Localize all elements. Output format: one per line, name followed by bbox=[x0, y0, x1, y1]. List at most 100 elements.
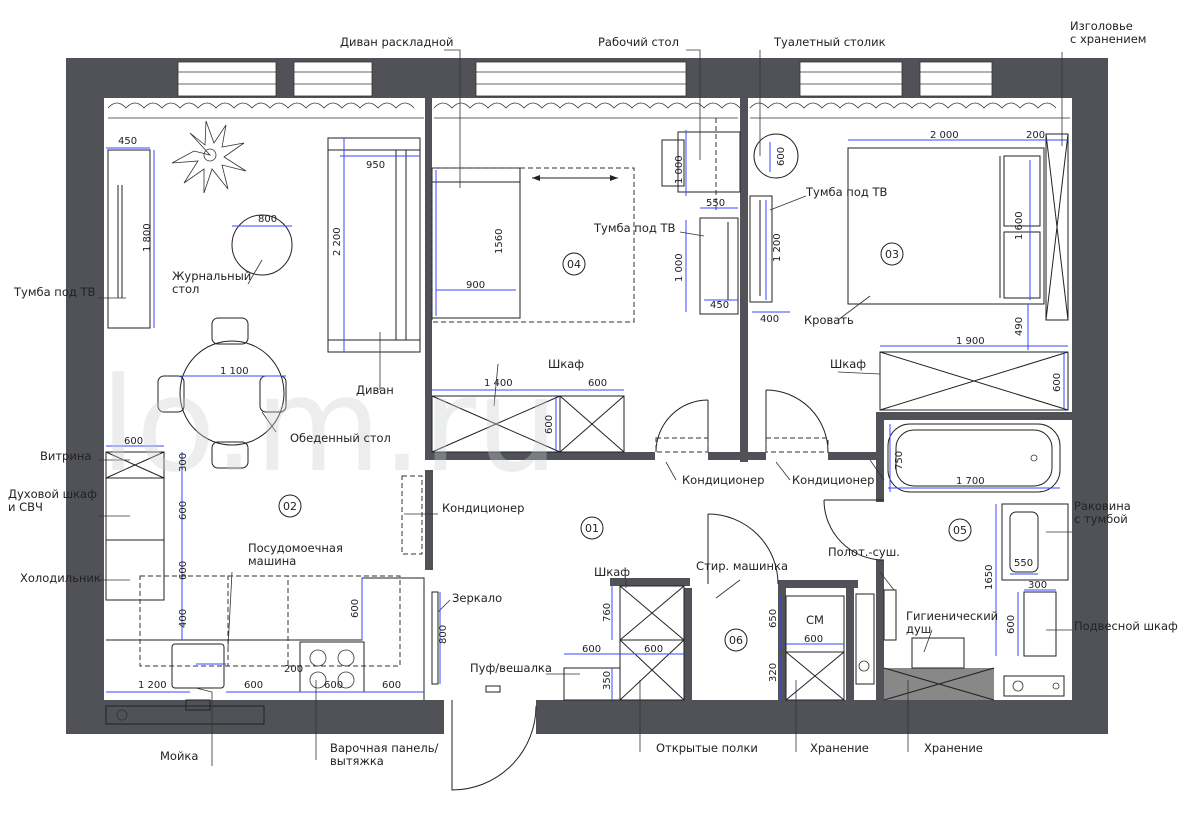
bathroom-furniture bbox=[823, 423, 1069, 701]
label-sofa: Диван bbox=[356, 383, 394, 397]
dim: 1650 bbox=[984, 565, 995, 590]
dim: 550 bbox=[706, 198, 725, 209]
label-open-shelves: Открытые полки bbox=[656, 741, 758, 755]
label-mirror: Зеркало bbox=[452, 591, 502, 605]
label-fridge: Холодильник bbox=[20, 571, 101, 585]
dim: 600 bbox=[178, 501, 189, 520]
living-room-furniture bbox=[105, 120, 439, 725]
label-wardrobe-mid: Шкаф bbox=[548, 357, 584, 371]
dim: 200 bbox=[284, 664, 303, 675]
dim: 400 bbox=[178, 609, 189, 628]
label-tv-stand-right: Тумба под ТВ bbox=[805, 185, 887, 199]
leader-lines bbox=[98, 49, 1072, 766]
dim: 900 bbox=[466, 280, 485, 291]
dim: 2 200 bbox=[332, 227, 343, 256]
label-storage-1: Хранение bbox=[810, 741, 869, 755]
label-towel: Полот.-суш. bbox=[828, 545, 900, 559]
room-01: 01 bbox=[585, 522, 599, 535]
label-dining-table: Обеденный стол bbox=[290, 431, 391, 445]
dim: 350 bbox=[602, 671, 613, 690]
dim: 200 bbox=[1026, 130, 1045, 141]
dim: 600 bbox=[244, 680, 263, 691]
dim: 650 bbox=[768, 609, 779, 628]
room-05: 05 bbox=[953, 524, 967, 537]
dim: 600 bbox=[582, 644, 601, 655]
dim: 1 600 bbox=[1014, 211, 1025, 240]
label-ac-right: Кондиционер bbox=[792, 473, 874, 487]
watermark: lo.m.ru bbox=[100, 349, 559, 501]
dim: 950 bbox=[366, 160, 385, 171]
label-sofa-bed: Диван раскладной bbox=[340, 35, 453, 49]
dim: 600 bbox=[382, 680, 401, 691]
label-showcase: Витрина bbox=[40, 449, 91, 463]
dim: 600 bbox=[1052, 373, 1063, 392]
dim: 600 bbox=[776, 147, 787, 166]
dim: 1 000 bbox=[674, 253, 685, 282]
label-bed: Кровать bbox=[804, 313, 854, 327]
labels: Диван раскладной Рабочий стол Туалетный … bbox=[8, 19, 1178, 768]
dim: 300 bbox=[1028, 580, 1047, 591]
dim: 300 bbox=[178, 453, 189, 472]
label-wardrobe-hall: Шкаф bbox=[594, 565, 630, 579]
dim: 550 bbox=[1014, 558, 1033, 569]
hall-furniture bbox=[451, 513, 875, 791]
label-sink: Мойка bbox=[160, 749, 198, 763]
dim: 1 200 bbox=[772, 233, 783, 262]
dim: 760 bbox=[602, 603, 613, 622]
dim: 750 bbox=[894, 451, 905, 470]
dim: 1 100 bbox=[220, 366, 249, 377]
label-pouf: Пуф/вешалка bbox=[470, 661, 552, 675]
dim: 600 bbox=[544, 415, 555, 434]
dim: 600 bbox=[644, 644, 663, 655]
room-03-furniture bbox=[749, 133, 1069, 453]
dim: 400 bbox=[760, 314, 779, 325]
dim: 800 bbox=[438, 625, 449, 644]
dim: 600 bbox=[324, 680, 343, 691]
dim: 450 bbox=[710, 300, 729, 311]
label-ac-mid: Кондиционер bbox=[682, 473, 764, 487]
room-06: 06 bbox=[729, 634, 743, 647]
dim: 1 900 bbox=[956, 336, 985, 347]
dim: 600 bbox=[588, 378, 607, 389]
room-02: 02 bbox=[283, 500, 297, 513]
label-washer: Стир. машинка bbox=[696, 559, 788, 573]
curtains bbox=[107, 102, 1070, 119]
dim: 490 bbox=[1014, 317, 1025, 336]
dim: 1 200 bbox=[138, 680, 167, 691]
label-hob: Варочная панель/вытяжка bbox=[330, 741, 438, 768]
dimension-texts: 450 1 800 950 800 2 200 1 100 1 000 550 … bbox=[118, 130, 1063, 691]
label-ac-left: Кондиционер bbox=[442, 501, 524, 515]
dim: 600 bbox=[178, 561, 189, 580]
label-tv-stand-left: Тумба под ТВ bbox=[13, 285, 95, 299]
room-numbers: 01 02 03 04 05 06 bbox=[278, 242, 972, 652]
label-storage-2: Хранение bbox=[924, 741, 983, 755]
dim: 600 bbox=[804, 634, 823, 645]
dim: 600 bbox=[350, 599, 361, 618]
label-dressing-table: Туалетный столик bbox=[773, 35, 886, 49]
dim: 600 bbox=[124, 436, 143, 447]
label-hanging-cabinet: Подвесной шкаф bbox=[1074, 619, 1178, 633]
dim: 600 bbox=[1006, 615, 1017, 634]
dim: 2 000 bbox=[930, 130, 959, 141]
label-tv-stand-mid: Тумба под ТВ bbox=[593, 221, 675, 235]
room-04-furniture bbox=[431, 118, 741, 453]
label-wardrobe-right: Шкаф bbox=[830, 357, 866, 371]
dim: 320 bbox=[768, 663, 779, 682]
room-03: 03 bbox=[885, 248, 899, 261]
dim: 1 000 bbox=[674, 155, 685, 184]
dim: 1560 bbox=[494, 229, 505, 254]
room-04: 04 bbox=[567, 258, 581, 271]
label-cm: СМ bbox=[806, 613, 824, 627]
dimension-lines bbox=[106, 130, 1068, 700]
dim: 1 800 bbox=[142, 223, 153, 252]
dim: 450 bbox=[118, 136, 137, 147]
label-desk: Рабочий стол bbox=[598, 35, 679, 49]
dim: 1 700 bbox=[956, 476, 985, 487]
